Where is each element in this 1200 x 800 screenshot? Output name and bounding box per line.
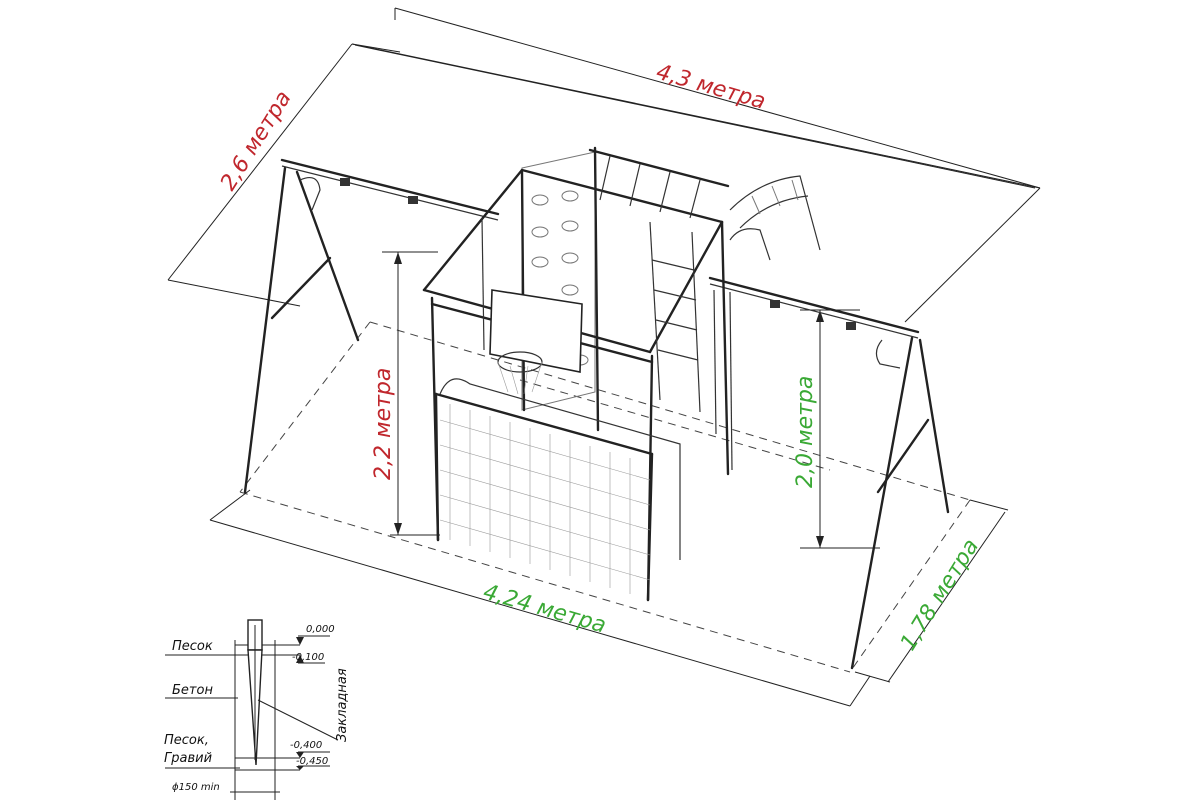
level-0-label: 0,000 [306, 624, 335, 635]
central-frame [422, 146, 733, 602]
foundation-detail: Песок Бетон Песок, Гравий ϕ150 min 0,000… [164, 619, 350, 800]
dim-height-right-text: 2,0 метра [793, 376, 818, 488]
dimension-height-left: 2,2 метра [371, 251, 440, 536]
dim-bottom-length-text: 4,24 метра [480, 580, 608, 639]
dim-height-left-text: 2,2 метра [371, 368, 396, 480]
dimension-bottom-length: 4,24 метра [209, 489, 871, 707]
layer-gravel-label-1: Песок, [164, 733, 209, 748]
layer-sand-label: Песок [172, 639, 213, 654]
left-swing-frame [243, 158, 500, 494]
ground-footprint [239, 321, 971, 673]
football-goal [434, 378, 681, 602]
curved-ladder [729, 175, 821, 261]
dim-right-width-text: 1,78 метра [896, 535, 984, 655]
level-2-label: -0,400 [290, 740, 322, 751]
layer-concrete-label: Бетон [172, 683, 213, 698]
dimension-height-right: 2,0 метра [793, 309, 880, 549]
dimension-top-length: 4,3 метра [351, 7, 1041, 189]
embed-label: Закладная [335, 668, 350, 742]
goal-net [439, 404, 651, 594]
layer-gravel-label-2: Гравий [164, 751, 212, 766]
diameter-label: ϕ150 min [172, 782, 220, 793]
level-1-label: -0,100 [292, 652, 324, 663]
basketball-board [489, 289, 583, 395]
level-3-label: -0,450 [296, 756, 328, 767]
right-swing-frame [708, 276, 950, 670]
dim-top-length-text: 4,3 метра [653, 60, 768, 115]
